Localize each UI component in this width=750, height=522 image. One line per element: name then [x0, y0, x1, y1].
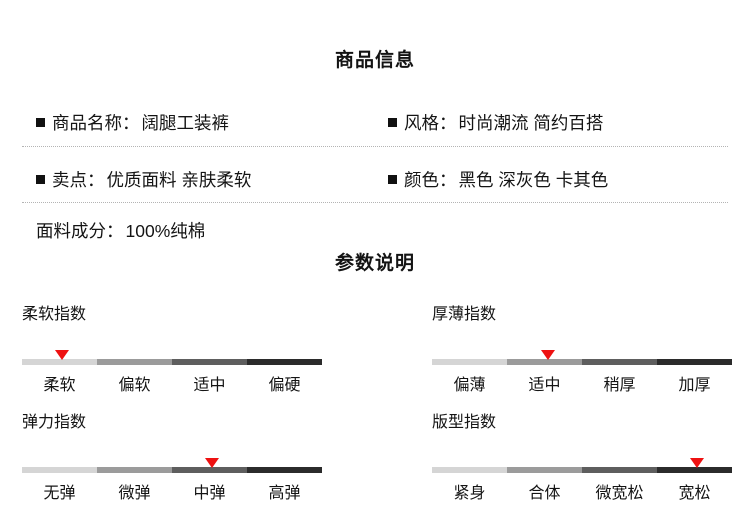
meter-title: 弹力指数 — [22, 414, 87, 431]
info-item-fabric-composition: 面料成分： 100%纯棉 — [36, 213, 205, 247]
meter-labels: 无弹 微弹 中弹 高弹 — [22, 479, 322, 503]
meter-track-wrap — [22, 341, 322, 365]
meter-label: 偏薄 — [453, 377, 486, 394]
info-label: 风格： — [404, 112, 457, 133]
info-value: 优质面料 亲肤柔软 — [106, 169, 252, 190]
info-item-color: 颜色： 黑色 深灰色 卡其色 — [388, 162, 608, 196]
meter-label: 高弹 — [268, 485, 301, 502]
meter-elasticity: 弹力指数 无弹 微弹 中弹 高弹 — [22, 413, 322, 503]
meter-segment — [22, 467, 97, 473]
meter-track[interactable] — [432, 359, 732, 365]
meter-segment — [172, 359, 247, 365]
meter-title: 柔软指数 — [22, 306, 87, 323]
meter-label: 偏软 — [118, 377, 151, 394]
meter-track-wrap — [432, 449, 732, 473]
meter-label: 加厚 — [678, 377, 711, 394]
meter-segment — [97, 467, 172, 473]
meter-segment — [582, 359, 657, 365]
product-info-heading: 商品信息 — [334, 50, 415, 71]
meter-segment — [507, 359, 582, 365]
param-description-heading: 参数说明 — [334, 253, 415, 274]
divider — [22, 202, 728, 203]
meter-track[interactable] — [22, 467, 322, 473]
meter-segment — [657, 467, 732, 473]
meter-label: 合体 — [528, 485, 561, 502]
meter-track[interactable] — [432, 467, 732, 473]
meter-track-wrap — [432, 341, 732, 365]
meter-segment — [97, 359, 172, 365]
info-value: 黑色 深灰色 卡其色 — [458, 169, 609, 190]
meter-segment — [657, 359, 732, 365]
meter-segment — [247, 467, 322, 473]
meter-labels: 柔软 偏软 适中 偏硬 — [22, 371, 322, 395]
info-item-selling-point: 卖点： 优质面料 亲肤柔软 — [36, 162, 251, 196]
meter-track-wrap — [22, 449, 322, 473]
meter-marker-icon — [204, 458, 219, 468]
meter-segment — [172, 467, 247, 473]
meter-labels: 紧身 合体 微宽松 宽松 — [432, 479, 732, 503]
bullet-square-icon — [388, 174, 397, 184]
meter-label: 微宽松 — [595, 485, 644, 502]
meter-label: 宽松 — [678, 485, 711, 502]
divider — [22, 146, 728, 147]
meter-thickness: 厚薄指数 偏薄 适中 稍厚 加厚 — [432, 305, 732, 395]
info-label: 颜色： — [404, 169, 457, 190]
info-row: 面料成分： 100%纯棉 — [0, 213, 750, 247]
meter-label: 紧身 — [453, 485, 486, 502]
meter-segment — [247, 359, 322, 365]
info-value: 100%纯棉 — [125, 220, 206, 241]
meter-fit: 版型指数 紧身 合体 微宽松 宽松 — [432, 413, 732, 503]
info-row: 商品名称： 阔腿工装裤 风格： 时尚潮流 简约百搭 — [0, 105, 750, 139]
bullet-square-icon — [36, 117, 45, 127]
info-label: 商品名称： — [52, 112, 140, 133]
meter-marker-icon — [54, 350, 69, 360]
info-row: 卖点： 优质面料 亲肤柔软 颜色： 黑色 深灰色 卡其色 — [0, 162, 750, 196]
meter-labels: 偏薄 适中 稍厚 加厚 — [432, 371, 732, 395]
meter-segment — [582, 467, 657, 473]
info-item-product-name: 商品名称： 阔腿工装裤 — [36, 105, 229, 139]
meter-label: 偏硬 — [268, 377, 301, 394]
meter-title: 厚薄指数 — [432, 306, 497, 323]
meter-softness: 柔软指数 柔软 偏软 适中 偏硬 — [22, 305, 322, 395]
info-value: 时尚潮流 简约百搭 — [458, 112, 604, 133]
bullet-square-icon — [36, 174, 45, 184]
meter-marker-icon — [541, 350, 556, 360]
meter-label: 稍厚 — [603, 377, 636, 394]
info-label: 卖点： — [52, 169, 105, 190]
info-item-style: 风格： 时尚潮流 简约百搭 — [388, 105, 603, 139]
meter-segment — [432, 467, 507, 473]
meter-segment — [432, 359, 507, 365]
bullet-square-icon — [388, 117, 397, 127]
info-label: 面料成分： — [36, 220, 124, 241]
meter-marker-icon — [689, 458, 704, 468]
info-value: 阔腿工装裤 — [141, 112, 230, 133]
meter-segment — [22, 359, 97, 365]
meter-segment — [507, 467, 582, 473]
meter-label: 柔软 — [43, 377, 76, 394]
meter-track[interactable] — [22, 359, 322, 365]
meter-label: 适中 — [528, 377, 561, 394]
meter-title: 版型指数 — [432, 414, 497, 431]
meter-label: 无弹 — [43, 485, 76, 502]
meter-label: 适中 — [193, 377, 226, 394]
meter-label: 微弹 — [118, 485, 151, 502]
meter-label: 中弹 — [193, 485, 226, 502]
